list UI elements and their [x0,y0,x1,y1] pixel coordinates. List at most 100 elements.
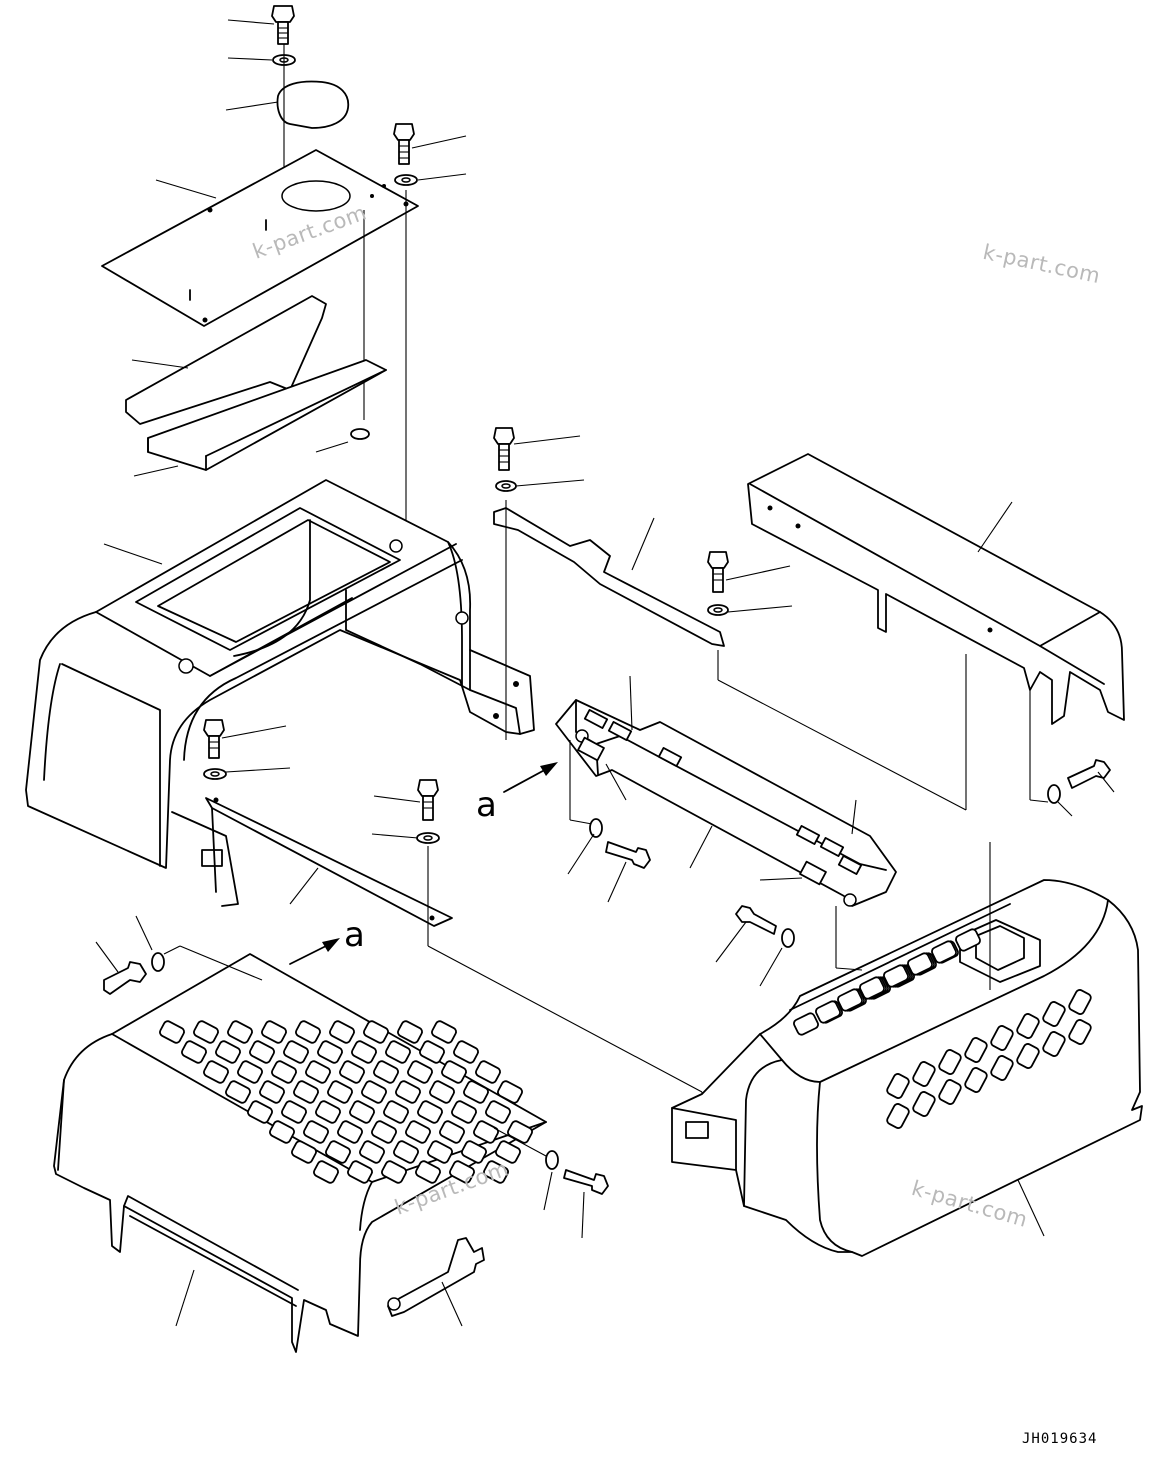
vent-slot [393,1140,419,1164]
vent-slot [429,1080,455,1104]
stay-bracket [387,1237,485,1317]
grommet [350,428,370,440]
vent-slot [349,1100,375,1124]
center-cross-bracket [555,699,897,907]
vent-slot [361,1080,387,1104]
lower-center-hardware [493,1127,609,1195]
vent-slot [305,1060,331,1084]
vent-slot [453,1040,479,1064]
vent-slot [359,1140,385,1164]
vent-slot [295,1020,321,1044]
vent-slot [449,1160,475,1184]
vent-slot [886,1073,910,1099]
right-small-bolt [707,551,729,616]
vent-slot [497,1080,523,1104]
vent-slot [990,1055,1014,1081]
vent-slot [964,1067,988,1093]
vent-slot [1068,1019,1092,1045]
vent-slot [938,1079,962,1105]
vent-holes-right [793,928,1092,1129]
top-bolt [271,5,295,45]
vent-slot [397,1020,423,1044]
vent-slot [461,1140,487,1164]
vent-slot [1016,1043,1040,1069]
vent-slot [485,1100,511,1124]
lower-mid-hardware [735,905,795,948]
vent-slot [181,1040,207,1064]
vent-slot [431,1020,457,1044]
vent-slot [347,1160,373,1184]
leader-lines [95,19,1115,1327]
vent-slot [329,1020,355,1044]
vent-slot [1042,1031,1066,1057]
vent-slot [259,1080,285,1104]
vent-slot [883,964,909,988]
vent-slot [159,1020,185,1044]
vent-slot [793,1012,819,1036]
vent-slot [283,1040,309,1064]
lower-bracket [205,797,453,927]
vent-slot [473,1120,499,1144]
inspection-cover [276,80,350,129]
vent-slot [325,1140,351,1164]
vent-slot [1068,989,1092,1015]
vent-slot [1016,1013,1040,1039]
left-bracket-bolt [203,719,227,780]
view-a-lower: a [344,915,365,955]
mid-bolt [416,779,440,844]
lower-right-cover [671,879,1143,1257]
lower-left-hardware [103,945,263,995]
vent-slot [339,1060,365,1084]
vent-slot [912,1091,936,1117]
vent-slot [269,1120,295,1144]
vent-slot [271,1060,297,1084]
vent-slot [337,1120,363,1144]
washer-right [1047,784,1061,804]
vent-slot [383,1100,409,1124]
vent-slot [363,1020,389,1044]
view-a-upper: a [476,785,497,825]
vent-slot [441,1060,467,1084]
vent-holes-left [159,1020,533,1184]
drawing-number: JH019634 [1022,1431,1098,1447]
vent-slot [912,1061,936,1087]
vent-slot [1042,1001,1066,1027]
vent-slot [227,1020,253,1044]
vent-slot [907,952,933,976]
center-top-bracket [493,507,725,647]
vent-slot [483,1160,509,1184]
vent-slot [405,1120,431,1144]
vent-slot [193,1020,219,1044]
vent-slot [463,1080,489,1104]
vent-slot [439,1120,465,1144]
vent-slot [419,1040,445,1064]
plate-bolt [393,123,415,165]
vent-slot [385,1040,411,1064]
vent-slot [931,940,957,964]
vent-slot [203,1060,229,1084]
vent-slot [475,1060,501,1084]
right-top-cover [747,453,1125,725]
main-frame [25,479,535,907]
vent-slot [964,1037,988,1063]
vent-slot [427,1140,453,1164]
vent-slot [815,1000,841,1024]
vent-slot [381,1160,407,1184]
vent-slot [327,1080,353,1104]
bolt-center-lower [605,841,651,869]
vent-slot [225,1080,251,1104]
vent-slot [303,1120,329,1144]
vent-slot [507,1120,533,1144]
vent-slot [451,1100,477,1124]
vent-slot [261,1020,287,1044]
vent-slot [247,1100,273,1124]
vent-slot [837,988,863,1012]
vent-slot [215,1040,241,1064]
lower-left-cover [53,953,547,1353]
vent-slot [395,1080,421,1104]
center-bolt [493,427,517,492]
vent-slot [417,1100,443,1124]
vent-slot [351,1040,377,1064]
